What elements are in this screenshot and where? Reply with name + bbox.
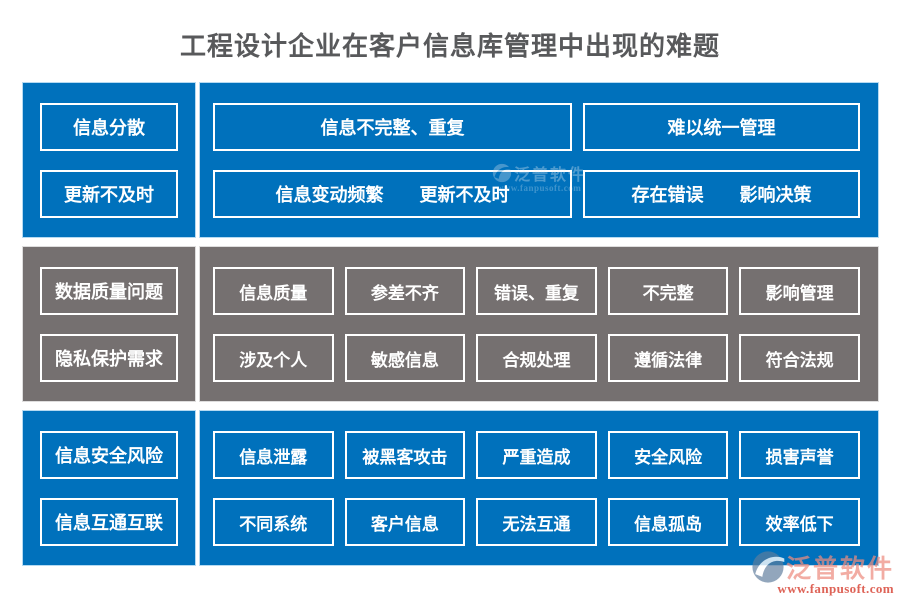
band-1-left-column: 信息分散 更新不及时	[22, 82, 196, 238]
issue-box: 错误、重复	[476, 267, 597, 315]
band-1-row-2: 信息变动频繁 更新不及时 存在错误 影响决策	[213, 170, 860, 218]
band-3-right-section: 信息泄露 被黑客攻击 严重造成 安全风险 损害声誉 不同系统 客户信息 无法互通…	[199, 410, 879, 566]
issue-box: 合规处理	[476, 334, 597, 382]
band-2-right-section: 信息质量 参差不齐 错误、重复 不完整 影响管理 涉及个人 敏感信息 合规处理 …	[199, 246, 879, 402]
issue-box: 信息泄露	[213, 431, 334, 479]
issue-box: 安全风险	[607, 431, 729, 479]
issue-box: 客户信息	[344, 498, 466, 546]
left-topic-box: 更新不及时	[40, 170, 178, 218]
issue-box: 影响管理	[739, 267, 860, 315]
issue-box: 信息孤岛	[607, 498, 729, 546]
band-2-row-1: 信息质量 参差不齐 错误、重复 不完整 影响管理	[213, 267, 860, 315]
issue-box: 遵循法律	[607, 334, 729, 382]
left-topic-box: 数据质量问题	[40, 267, 178, 315]
issue-box: 信息不完整、重复	[213, 103, 572, 151]
issue-box: 损害声誉	[739, 431, 860, 479]
left-topic-box: 信息分散	[40, 103, 178, 151]
issue-box: 不同系统	[213, 498, 334, 546]
band-1-row-1: 信息不完整、重复 难以统一管理	[213, 103, 860, 151]
issue-box: 效率低下	[739, 498, 860, 546]
left-topic-box: 隐私保护需求	[40, 334, 178, 382]
band-3-row-1: 信息泄露 被黑客攻击 严重造成 安全风险 损害声誉	[213, 431, 860, 479]
issue-box: 符合法规	[739, 334, 860, 382]
issue-box: 参差不齐	[344, 267, 466, 315]
issue-box: 严重造成	[476, 431, 597, 479]
band-2-row-2: 涉及个人 敏感信息 合规处理 遵循法律 符合法规	[213, 334, 860, 382]
issue-box: 不完整	[607, 267, 729, 315]
issue-box: 涉及个人	[213, 334, 334, 382]
issue-box: 信息质量	[213, 267, 334, 315]
band-2: 数据质量问题 隐私保护需求 信息质量 参差不齐 错误、重复 不完整 影响管理 涉…	[22, 246, 879, 402]
band-3-left-column: 信息安全风险 信息互通互联	[22, 410, 196, 566]
watermark-url: www.fanpusoft.com	[777, 581, 894, 596]
band-3-row-2: 不同系统 客户信息 无法互通 信息孤岛 效率低下	[213, 498, 860, 546]
issue-box: 难以统一管理	[582, 103, 860, 151]
band-1-right-section: 信息不完整、重复 难以统一管理 信息变动频繁 更新不及时 存在错误 影响决策	[199, 82, 879, 238]
issue-box: 存在错误 影响决策	[582, 170, 860, 218]
left-topic-box: 信息安全风险	[40, 431, 178, 479]
issue-box: 信息变动频繁 更新不及时	[213, 170, 572, 218]
band-2-left-column: 数据质量问题 隐私保护需求	[22, 246, 196, 402]
issue-box: 被黑客攻击	[344, 431, 466, 479]
page-title: 工程设计企业在客户信息库管理中出现的难题	[179, 31, 720, 61]
issue-box: 敏感信息	[344, 334, 466, 382]
band-1: 信息分散 更新不及时 信息不完整、重复 难以统一管理 信息变动频繁 更新不及时 …	[22, 82, 879, 238]
bands-container: 信息分散 更新不及时 信息不完整、重复 难以统一管理 信息变动频繁 更新不及时 …	[22, 82, 879, 566]
left-topic-box: 信息互通互联	[40, 498, 178, 546]
issue-box: 无法互通	[476, 498, 597, 546]
band-3: 信息安全风险 信息互通互联 信息泄露 被黑客攻击 严重造成 安全风险 损害声誉 …	[22, 410, 879, 566]
